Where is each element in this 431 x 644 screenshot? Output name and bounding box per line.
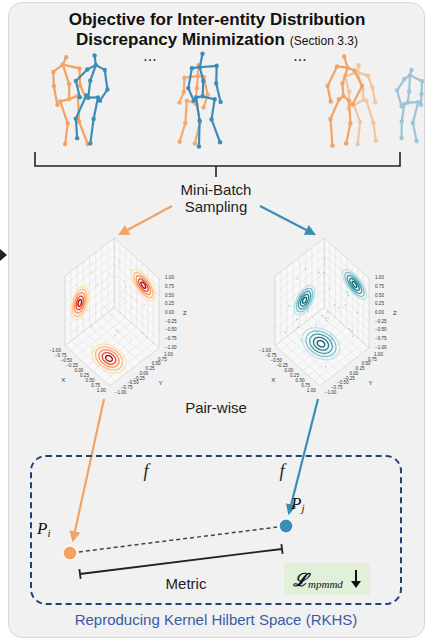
- mapping-arrow: [289, 399, 318, 513]
- subscript: mpmmd: [308, 578, 343, 590]
- axis-tick: 0.00: [284, 368, 293, 373]
- distribution-point: Pj: [278, 518, 294, 534]
- axis-tick: Z: [183, 310, 187, 316]
- decrease-arrow: [351, 569, 361, 589]
- axis-tick: −0.75: [375, 337, 387, 342]
- axis-tick: X: [271, 377, 275, 383]
- subscript: j: [301, 502, 304, 514]
- mapping-symbol: f: [143, 462, 148, 480]
- axis-tick: 1.00: [164, 353, 173, 358]
- axis-tick: 0.25: [165, 302, 174, 307]
- axis-tick: Z: [393, 310, 397, 316]
- metric-label: Metric: [166, 576, 207, 591]
- sampling-arrow: [120, 206, 172, 234]
- step-label: Mini-Batch Sampling: [161, 181, 271, 216]
- axis-tick: X: [61, 377, 65, 383]
- axis-tick: −0.25: [375, 320, 387, 325]
- axis-tick: 0.75: [301, 384, 310, 389]
- axis-tick: −1.00: [115, 391, 127, 396]
- axis-tick: 0.50: [152, 362, 161, 367]
- axis-tick: −0.25: [165, 320, 177, 325]
- loss-box: ℒmpmmd: [284, 563, 370, 595]
- axis-tick: 0.00: [139, 372, 148, 377]
- point-dot: [62, 545, 78, 561]
- axis-tick: 0.00: [349, 372, 358, 377]
- axis-tick: −1.00: [259, 348, 271, 353]
- axis-tick: 0.25: [290, 374, 299, 379]
- point-label: Pi: [37, 519, 50, 539]
- axis-tick: −1.00: [375, 346, 387, 351]
- axis-tick: −0.75: [265, 353, 277, 358]
- axis-tick: −1.00: [165, 346, 177, 351]
- axis-tick: 0.50: [296, 379, 305, 384]
- axis-tick: −0.25: [66, 363, 78, 368]
- axis-tick: −0.25: [343, 376, 355, 381]
- subscript: i: [47, 527, 50, 539]
- axis-tick: −0.25: [276, 363, 288, 368]
- mapping-symbol: f: [279, 462, 284, 480]
- loss-symbol: ℒ: [293, 567, 308, 591]
- axis-tick: 0.75: [91, 384, 100, 389]
- rkhs-region: Reproducing Kernel Hilbert Space (RKHS)P…: [30, 455, 402, 605]
- contour-plot-3d: [65, 238, 159, 386]
- axis-tick: 0.25: [80, 374, 89, 379]
- incoming-arrowhead: [0, 249, 7, 261]
- axis-tick: −0.50: [127, 381, 139, 386]
- axis-tick: −0.75: [165, 337, 177, 342]
- axis-tick: 0.50: [362, 362, 371, 367]
- batch-bracket: [35, 152, 400, 177]
- metric-line: [79, 544, 282, 579]
- point-label: Pj: [291, 494, 304, 514]
- sampling-arrow: [260, 206, 314, 234]
- axis-tick: 0.25: [356, 367, 365, 372]
- contour-plot-3d: [275, 238, 369, 386]
- axis-tick: 0.50: [165, 293, 174, 298]
- axis-tick: Y: [368, 380, 372, 386]
- axis-tick: 0.75: [375, 285, 384, 290]
- mapping-arrow: [73, 399, 104, 540]
- axis-tick: −0.50: [375, 328, 387, 333]
- axis-tick: 0.50: [375, 293, 384, 298]
- axis-tick: 1.00: [165, 276, 174, 281]
- axis-tick: 1.00: [97, 389, 106, 394]
- pose-skeletons: [51, 52, 424, 149]
- axis-tick: 1.00: [374, 353, 383, 358]
- section-ref: (Section 3.3): [290, 34, 358, 48]
- axis-tick: 0.75: [158, 357, 167, 362]
- axis-tick: −0.50: [165, 328, 177, 333]
- region-caption: Reproducing Kernel Hilbert Space (RKHS): [22, 611, 410, 628]
- axis-tick: 0.00: [74, 368, 83, 373]
- point-symbol: P: [291, 494, 301, 513]
- axis-tick: −0.50: [61, 358, 73, 363]
- axis-tick: 0.25: [146, 367, 155, 372]
- axis-tick: 1.00: [307, 389, 316, 394]
- axis-tick: 0.00: [165, 311, 174, 316]
- ellipsis: ...: [143, 48, 156, 64]
- ellipsis: ...: [293, 48, 306, 64]
- axis-tick: 0.75: [165, 285, 174, 290]
- axis-tick: −0.25: [133, 376, 145, 381]
- point-symbol: P: [37, 519, 47, 538]
- step-label: Pair-wise: [185, 400, 247, 415]
- axis-tick: −0.50: [271, 358, 283, 363]
- axis-tick: 0.50: [86, 379, 95, 384]
- axis-tick: 0.75: [368, 357, 377, 362]
- axis-tick: 0.00: [375, 311, 384, 316]
- axis-tick: −0.50: [337, 381, 349, 386]
- axis-tick: −0.75: [331, 386, 343, 391]
- distribution-point: Pi: [62, 545, 78, 561]
- axis-tick: Y: [158, 380, 162, 386]
- distance-line: [79, 527, 277, 552]
- axis-tick: 0.25: [375, 302, 384, 307]
- axis-tick: −0.75: [55, 353, 67, 358]
- axis-tick: −0.75: [121, 386, 133, 391]
- point-dot: [278, 518, 294, 534]
- axis-tick: −1.00: [49, 348, 61, 353]
- axis-tick: −1.00: [325, 391, 337, 396]
- axis-tick: 1.00: [375, 276, 384, 281]
- panel-title: Objective for Inter-entity Distribution …: [42, 10, 392, 51]
